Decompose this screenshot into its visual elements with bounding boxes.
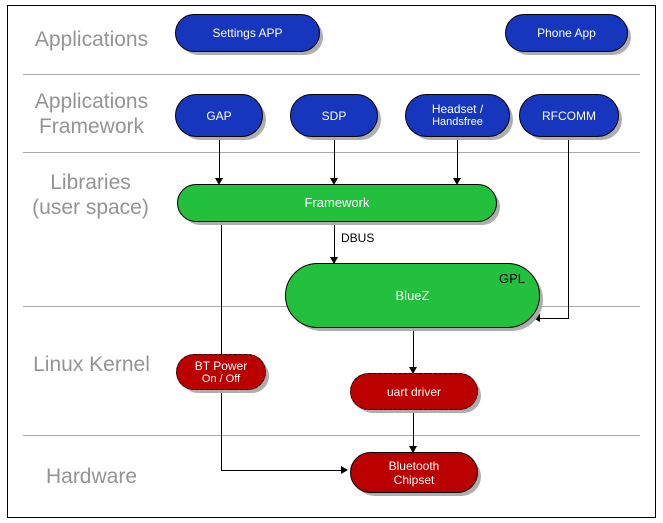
edge-headset-to-framework-arrow bbox=[453, 178, 461, 185]
node-bluetooth-chipset-sublabel: Chipset bbox=[393, 472, 435, 487]
layer-label-linux-kernel: Linux Kernel bbox=[33, 353, 150, 376]
node-headset-handsfree-sublabel: Handsfree bbox=[432, 116, 483, 128]
edge-framework-to-chipset-arrow bbox=[341, 466, 348, 474]
node-uart-driver-label: uart driver bbox=[386, 384, 442, 399]
node-settings-app-label: Settings APP bbox=[212, 26, 283, 40]
edge-uart-to-chipset-arrow bbox=[409, 446, 417, 453]
layer-label-applications-framework: Applications Framework bbox=[34, 90, 149, 138]
edge-bluez-to-uart bbox=[413, 328, 414, 370]
edge-uart-to-chipset bbox=[413, 409, 414, 449]
node-gap[interactable]: GAP bbox=[175, 94, 263, 137]
edge-headset-to-framework bbox=[457, 137, 458, 182]
edge-rfcomm-to-bluez-vertical bbox=[568, 137, 569, 319]
node-framework[interactable]: Framework bbox=[177, 184, 497, 222]
layer-label-libraries: Libraries (user space) bbox=[32, 171, 149, 219]
edge-sdp-to-framework-arrow bbox=[330, 178, 338, 185]
node-bluez-license-tag: GPL bbox=[498, 271, 525, 286]
node-bluez[interactable]: BlueZ GPL bbox=[285, 263, 540, 328]
node-headset-handsfree[interactable]: Headset / Handsfree bbox=[405, 94, 510, 137]
edge-framework-to-chipset-horizontal bbox=[221, 470, 343, 471]
node-phone-app[interactable]: Phone App bbox=[505, 14, 628, 52]
divider-applications bbox=[23, 74, 640, 75]
edge-label-dbus: DBUS bbox=[341, 231, 375, 245]
layer-label-hardware: Hardware bbox=[45, 465, 138, 488]
edge-gap-to-framework-arrow bbox=[215, 178, 223, 185]
node-bluetooth-chipset-label: Bluetooth bbox=[388, 458, 440, 473]
node-phone-app-label: Phone App bbox=[537, 26, 596, 40]
node-bt-power-label: BT Power bbox=[194, 358, 248, 373]
node-sdp-label: SDP bbox=[321, 108, 347, 123]
layer-label-applications: Applications bbox=[34, 28, 149, 51]
node-bluez-label: BlueZ bbox=[395, 287, 430, 303]
edge-framework-to-chipset-vertical bbox=[221, 221, 222, 471]
edge-rfcomm-to-bluez-arrow bbox=[533, 314, 540, 322]
edge-bluez-to-uart-arrow bbox=[409, 367, 417, 374]
edge-rfcomm-to-bluez-horizontal bbox=[540, 318, 569, 319]
divider-linux-kernel bbox=[23, 435, 640, 436]
edge-framework-to-bluez-arrow bbox=[330, 257, 338, 264]
node-gap-label: GAP bbox=[206, 108, 232, 123]
node-settings-app[interactable]: Settings APP bbox=[175, 14, 320, 52]
node-bt-power[interactable]: BT Power On / Off bbox=[176, 354, 266, 390]
edge-sdp-to-framework bbox=[334, 137, 335, 182]
node-rfcomm-label: RFCOMM bbox=[542, 108, 596, 123]
node-framework-label: Framework bbox=[304, 195, 370, 210]
node-sdp[interactable]: SDP bbox=[290, 94, 378, 137]
edge-gap-to-framework bbox=[219, 137, 220, 182]
divider-app-framework bbox=[23, 152, 640, 153]
node-uart-driver[interactable]: uart driver bbox=[350, 373, 478, 410]
node-bluetooth-chipset[interactable]: Bluetooth Chipset bbox=[350, 452, 478, 493]
node-bt-power-sublabel: On / Off bbox=[201, 372, 241, 385]
node-rfcomm[interactable]: RFCOMM bbox=[519, 94, 619, 137]
edge-framework-to-bluez bbox=[334, 221, 335, 263]
node-headset-handsfree-label: Headset / bbox=[431, 102, 484, 116]
